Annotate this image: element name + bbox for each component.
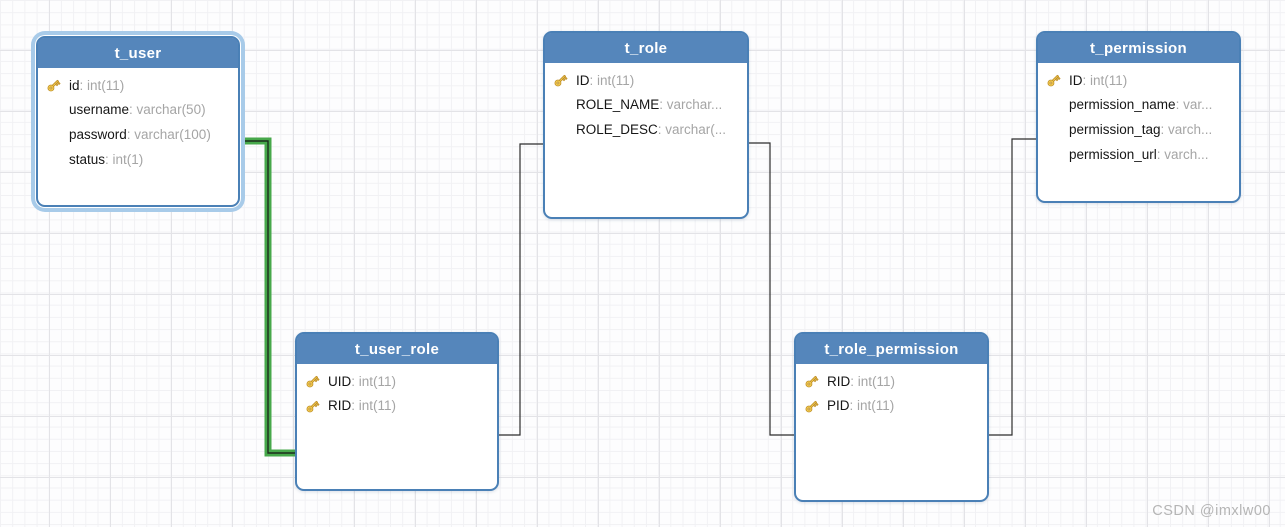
field-type: : int(11)	[351, 373, 397, 389]
field-row: PID: int(11)	[796, 394, 987, 419]
field-name: password	[69, 126, 127, 142]
field-name: id	[69, 77, 80, 93]
table-field-list: UID: int(11)RID: int(11)	[297, 364, 497, 418]
field-type: : int(1)	[105, 151, 144, 167]
relationship-highlight-t_user--t_user_role	[238, 137, 296, 457]
primary-key-icon	[804, 373, 827, 390]
field-row: ID: int(11)	[1038, 68, 1239, 93]
field-row: UID: int(11)	[297, 369, 497, 394]
field-name: ROLE_DESC	[576, 121, 658, 137]
field-row: ID: int(11)	[545, 68, 747, 93]
field-row: id: int(11)	[38, 73, 238, 98]
table-field-list: id: int(11)username: varchar(50)password…	[38, 68, 238, 171]
field-icon-slot	[553, 96, 576, 113]
field-icon-slot	[46, 151, 69, 168]
relationship-t_role_permission--t_permission[interactable]	[988, 138, 1037, 436]
field-row: RID: int(11)	[796, 369, 987, 394]
field-row: ROLE_NAME: varchar...	[545, 93, 747, 118]
field-name: ROLE_NAME	[576, 97, 660, 113]
primary-key-icon	[305, 373, 328, 390]
relationship-t_role--t_role_permission[interactable]	[748, 142, 795, 436]
field-type: : int(11)	[850, 373, 896, 389]
field-icon-slot	[1046, 96, 1069, 113]
field-name: permission_tag	[1069, 121, 1161, 137]
relationship-t_user_role--t_role[interactable]	[499, 143, 544, 436]
field-type: : varchar(100)	[126, 126, 211, 142]
field-name: status	[69, 151, 106, 167]
field-row: status: int(1)	[38, 147, 238, 172]
field-row: permission_url: varch...	[1038, 142, 1239, 167]
primary-key-icon	[553, 72, 576, 89]
field-type: : varchar(50)	[129, 102, 206, 118]
table-field-list: ID: int(11)ROLE_NAME: varchar...ROLE_DES…	[545, 63, 747, 142]
field-icon-slot	[46, 126, 69, 143]
field-name: RID	[827, 373, 851, 389]
field-type: : varch...	[1160, 121, 1213, 137]
field-icon-slot	[46, 101, 69, 118]
field-name: ID	[1069, 72, 1083, 88]
field-icon-slot	[1046, 146, 1069, 163]
field-name: UID	[328, 373, 352, 389]
field-name: permission_name	[1069, 97, 1176, 113]
table-title[interactable]: t_user	[38, 38, 238, 68]
field-row: username: varchar(50)	[38, 98, 238, 123]
field-name: permission_url	[1069, 146, 1157, 162]
field-name: ID	[576, 72, 590, 88]
table-title[interactable]: t_role	[545, 33, 747, 63]
field-type: : var...	[1175, 97, 1213, 113]
watermark: CSDN @imxlw00	[1152, 503, 1271, 519]
table-title[interactable]: t_user_role	[297, 334, 497, 364]
field-type: : varch...	[1156, 146, 1209, 162]
field-type: : varchar...	[659, 97, 723, 113]
field-icon-slot	[1046, 121, 1069, 138]
field-row: RID: int(11)	[297, 394, 497, 419]
field-row: permission_name: var...	[1038, 93, 1239, 118]
primary-key-icon	[1046, 72, 1069, 89]
table-field-list: ID: int(11)permission_name: var...permis…	[1038, 63, 1239, 166]
field-type: : int(11)	[79, 77, 125, 93]
field-name: username	[69, 102, 130, 118]
field-type: : int(11)	[351, 398, 397, 414]
field-row: password: varchar(100)	[38, 122, 238, 147]
table-title[interactable]: t_permission	[1038, 33, 1239, 63]
field-type: : varchar(...	[657, 121, 727, 137]
primary-key-icon	[305, 397, 328, 414]
relationship-t_user--t_user_role[interactable]	[238, 140, 296, 454]
primary-key-icon	[46, 77, 69, 94]
field-name: PID	[827, 398, 850, 414]
field-row: permission_tag: varch...	[1038, 117, 1239, 142]
primary-key-icon	[804, 397, 827, 414]
field-icon-slot	[553, 121, 576, 138]
field-name: RID	[328, 398, 352, 414]
table-title[interactable]: t_role_permission	[796, 334, 987, 364]
field-type: : int(11)	[849, 398, 895, 414]
field-type: : int(11)	[1082, 72, 1128, 88]
field-type: : int(11)	[589, 72, 635, 88]
field-row: ROLE_DESC: varchar(...	[545, 117, 747, 142]
table-field-list: RID: int(11)PID: int(11)	[796, 364, 987, 418]
